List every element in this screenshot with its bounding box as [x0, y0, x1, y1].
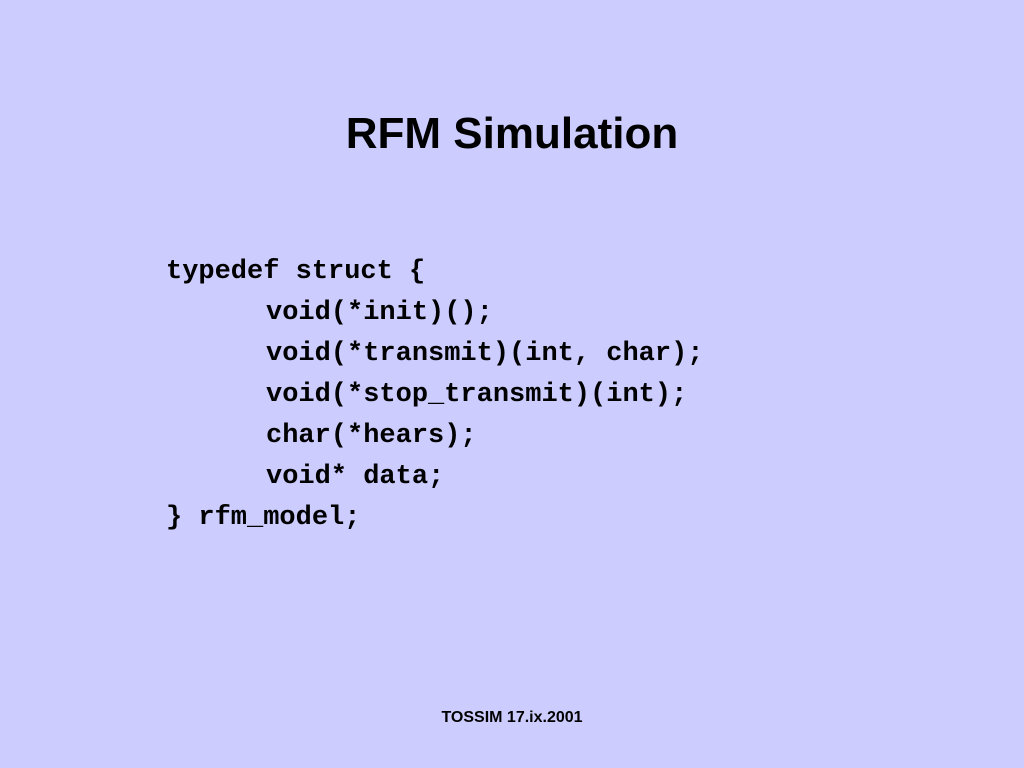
code-line-typedef: typedef struct {: [166, 257, 426, 287]
code-line-closing: } rfm_model;: [166, 503, 361, 533]
slide-footer: TOSSIM 17.ix.2001: [441, 709, 583, 726]
code-line-init: void(*init)();: [266, 298, 493, 328]
code-line-stop-transmit: void(*stop_transmit)(int);: [266, 380, 688, 410]
code-line-data: void* data;: [266, 462, 445, 492]
code-line-transmit: void(*transmit)(int, char);: [266, 339, 704, 369]
slide-title: RFM Simulation: [345, 109, 679, 158]
code-line-hears: char(*hears);: [266, 421, 477, 451]
code-block: typedef struct { void(*init)(); void(*tr…: [166, 252, 703, 539]
